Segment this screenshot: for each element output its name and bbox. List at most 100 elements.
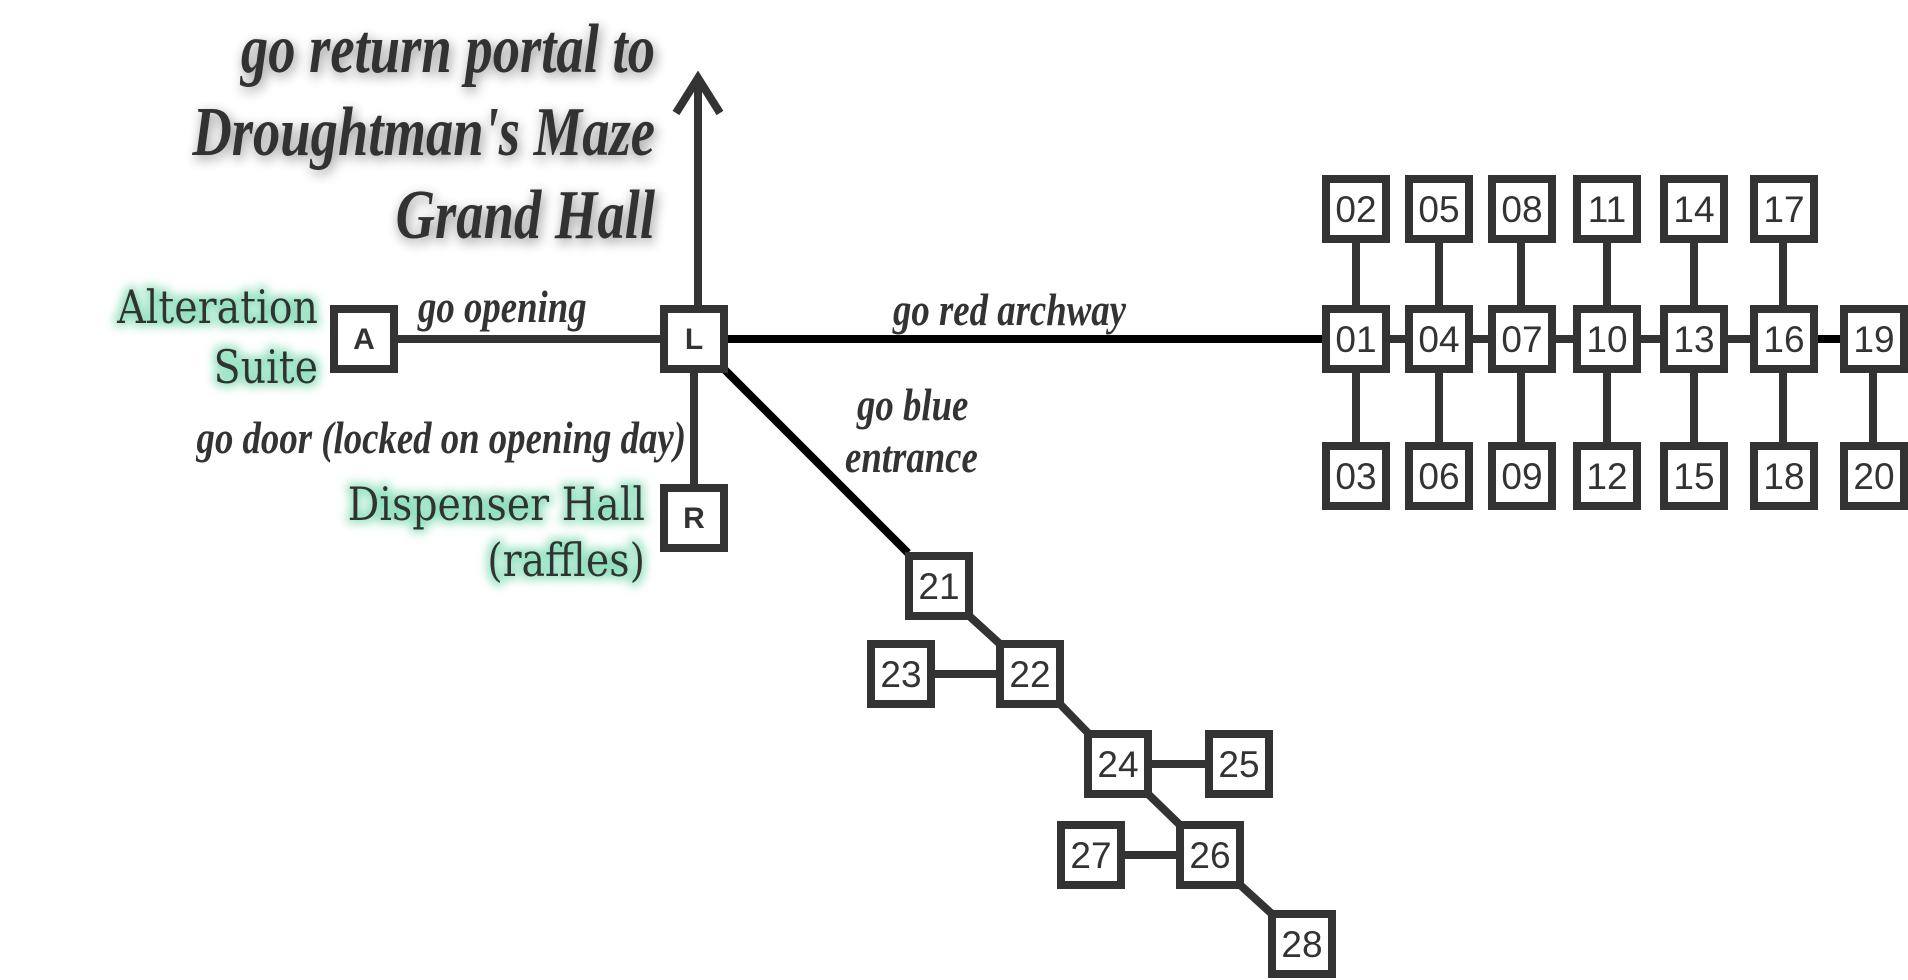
room-25[interactable]: 25 xyxy=(1205,730,1273,798)
room-box xyxy=(1488,442,1556,510)
room-box xyxy=(1405,175,1473,243)
room-label: 04 xyxy=(1418,319,1459,360)
room-label: 13 xyxy=(1673,319,1714,360)
room-box xyxy=(1840,305,1908,373)
room-11[interactable]: 11 xyxy=(1573,175,1641,243)
room-box xyxy=(1660,442,1728,510)
room-label: 03 xyxy=(1335,456,1376,497)
room-27[interactable]: 27 xyxy=(1057,821,1125,889)
edge-L-21 xyxy=(721,366,911,556)
room-23[interactable]: 23 xyxy=(867,640,935,708)
room-box xyxy=(1750,442,1818,510)
room-box xyxy=(1322,175,1390,243)
room-19[interactable]: 19 xyxy=(1840,305,1908,373)
room-label: 19 xyxy=(1853,319,1894,360)
room-box xyxy=(905,552,973,620)
room-box xyxy=(867,640,935,708)
room-box xyxy=(1573,442,1641,510)
room-box xyxy=(996,640,1064,708)
room-label: 08 xyxy=(1501,189,1542,230)
room-label: 28 xyxy=(1281,924,1322,965)
room-box xyxy=(1176,821,1244,889)
edge-label-blue-entrance-1: go blue xyxy=(856,380,968,431)
room-box xyxy=(1488,175,1556,243)
room-box xyxy=(1488,305,1556,373)
room-17[interactable]: 17 xyxy=(1750,175,1818,243)
room-label: 16 xyxy=(1763,319,1804,360)
room-box xyxy=(1573,305,1641,373)
room-label: 11 xyxy=(1588,189,1626,230)
room-box xyxy=(660,484,728,552)
title-line-1: go return portal to xyxy=(239,10,655,88)
room-A[interactable]: A xyxy=(330,305,398,373)
room-01[interactable]: 01 xyxy=(1322,305,1390,373)
room-box xyxy=(330,305,398,373)
room-label: 21 xyxy=(918,566,959,607)
room-06[interactable]: 06 xyxy=(1405,442,1473,510)
room-08[interactable]: 08 xyxy=(1488,175,1556,243)
room-14[interactable]: 14 xyxy=(1660,175,1728,243)
room-box xyxy=(1573,175,1641,243)
room-18[interactable]: 18 xyxy=(1750,442,1818,510)
room-label: 20 xyxy=(1853,456,1894,497)
room-10[interactable]: 10 xyxy=(1573,305,1641,373)
room-21[interactable]: 21 xyxy=(905,552,973,620)
room-02[interactable]: 02 xyxy=(1322,175,1390,243)
room-label: 09 xyxy=(1501,456,1542,497)
room-28[interactable]: 28 xyxy=(1268,910,1336,978)
room-L[interactable]: L xyxy=(660,305,728,373)
room-label: 18 xyxy=(1763,456,1804,497)
room-label: 14 xyxy=(1673,189,1714,230)
room-label: 05 xyxy=(1418,189,1459,230)
room-label: R xyxy=(683,502,705,535)
rooms: A L R 19 20 21 22 23 24 25 26 27 28 01 02 03 04 05 06 07 08 0… xyxy=(330,175,1908,978)
room-label: 26 xyxy=(1189,835,1230,876)
edge-label-blue-entrance-2: entrance xyxy=(845,432,978,483)
room-box xyxy=(1660,175,1728,243)
room-09[interactable]: 09 xyxy=(1488,442,1556,510)
room-03[interactable]: 03 xyxy=(1322,442,1390,510)
room-box xyxy=(1660,305,1728,373)
room-26[interactable]: 26 xyxy=(1176,821,1244,889)
room-label: 07 xyxy=(1501,319,1542,360)
room-label: 01 xyxy=(1335,319,1376,360)
alteration-suite-line-2: Suite xyxy=(213,341,318,395)
room-label: 22 xyxy=(1009,654,1050,695)
edge-label-red-archway: go red archway xyxy=(892,285,1126,336)
room-box xyxy=(1084,730,1152,798)
room-07[interactable]: 07 xyxy=(1488,305,1556,373)
room-22[interactable]: 22 xyxy=(996,640,1064,708)
room-05[interactable]: 05 xyxy=(1405,175,1473,243)
room-24[interactable]: 24 xyxy=(1084,730,1152,798)
room-label: L xyxy=(685,323,703,356)
room-label: 06 xyxy=(1418,456,1459,497)
edge-label-door: go door (locked on opening day) xyxy=(196,413,686,464)
title-line-2: Droughtman's Maze xyxy=(191,93,655,171)
return-portal-title: go return portal to Droughtman's Maze Gr… xyxy=(191,10,655,254)
room-box xyxy=(1268,910,1336,978)
room-box xyxy=(1405,442,1473,510)
room-04[interactable]: 04 xyxy=(1405,305,1473,373)
up-arrow-icon[interactable] xyxy=(672,70,724,305)
room-label: 17 xyxy=(1763,189,1804,230)
room-box xyxy=(1405,305,1473,373)
alteration-suite-line-1: Alteration xyxy=(116,281,318,335)
room-box xyxy=(1750,175,1818,243)
room-15[interactable]: 15 xyxy=(1660,442,1728,510)
room-label: 23 xyxy=(880,654,921,695)
room-label: 25 xyxy=(1218,744,1259,785)
room-box xyxy=(1750,305,1818,373)
room-16[interactable]: 16 xyxy=(1750,305,1818,373)
room-box xyxy=(1205,730,1273,798)
dispenser-hall-label: Dispenser Hall (raffles) xyxy=(348,478,645,588)
room-20[interactable]: 20 xyxy=(1840,442,1908,510)
room-R[interactable]: R xyxy=(660,484,728,552)
room-box xyxy=(1840,442,1908,510)
room-label: 02 xyxy=(1335,189,1376,230)
room-label: 24 xyxy=(1097,744,1138,785)
room-box xyxy=(660,305,728,373)
room-12[interactable]: 12 xyxy=(1573,442,1641,510)
alteration-suite-label: Alteration Suite xyxy=(116,281,318,395)
room-13[interactable]: 13 xyxy=(1660,305,1728,373)
